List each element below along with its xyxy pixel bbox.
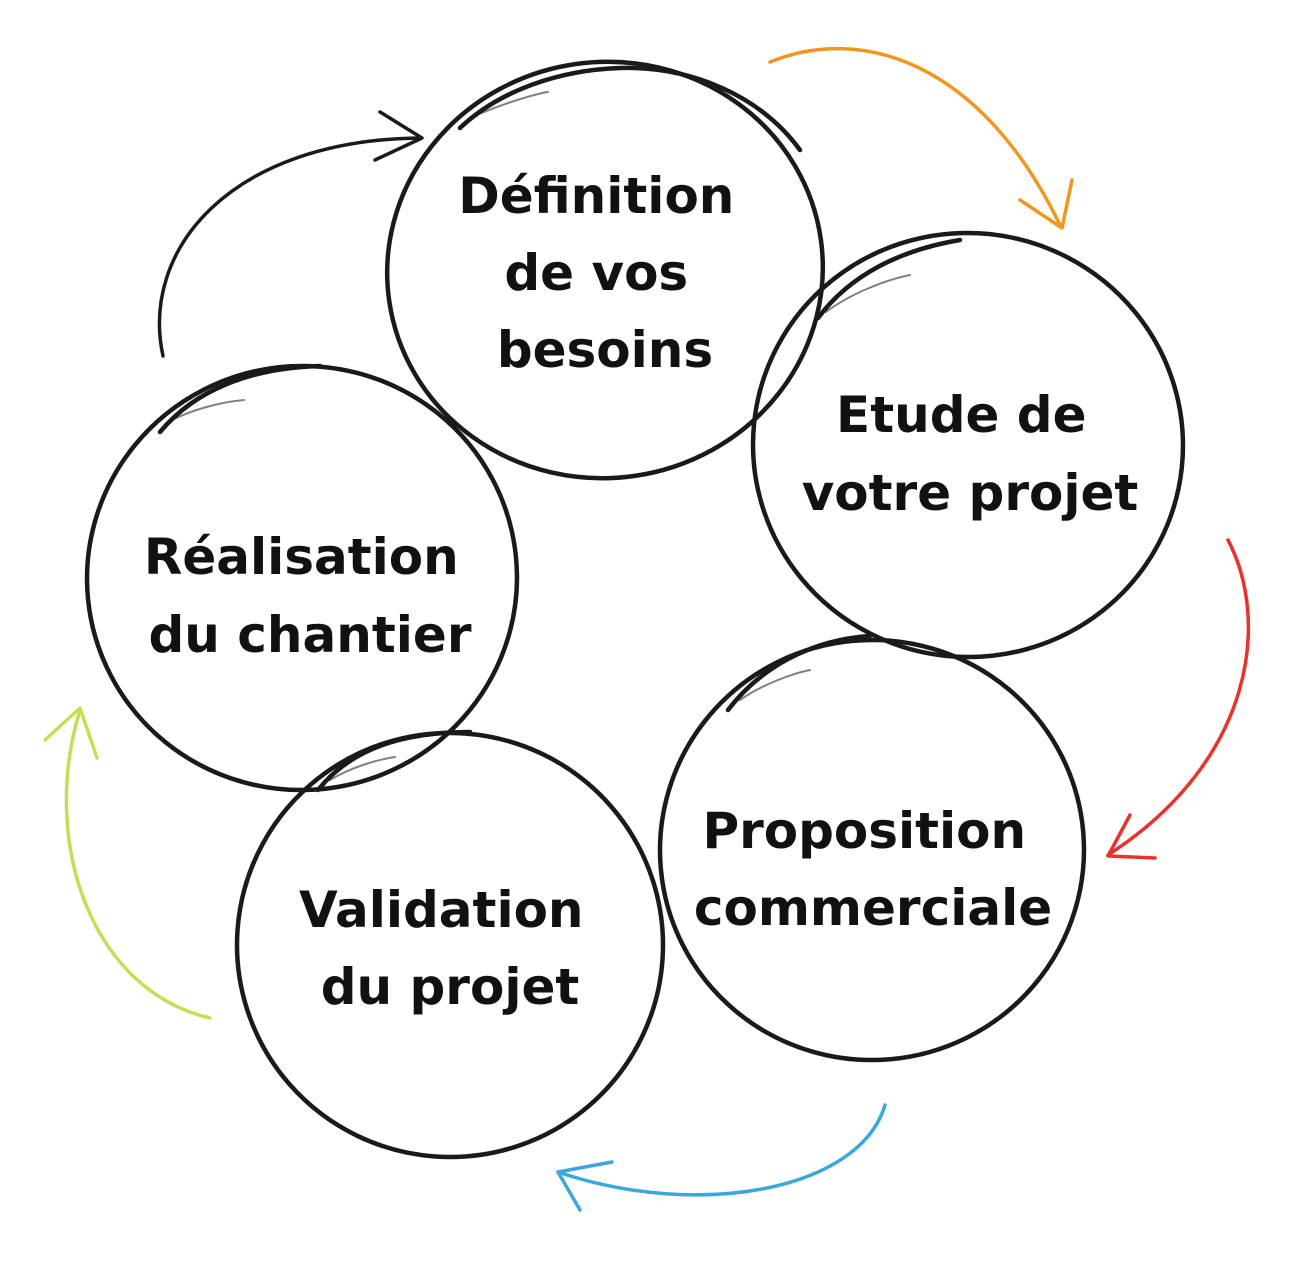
arrow-definition-to-etude — [768, 46, 1074, 230]
step-proposition-circle — [657, 637, 1087, 1063]
step-validation: Validation du projet — [234, 729, 666, 1160]
step-proposition-sketch-stroke — [725, 633, 873, 713]
step-realisation-line-1: Réalisation — [144, 528, 459, 586]
arrow-realisation-to-definition-curve — [157, 136, 422, 358]
step-proposition: Proposition commerciale — [657, 633, 1087, 1063]
step-definition-line-1: Définition — [458, 167, 734, 225]
step-definition: Définition de vos besoins — [384, 59, 826, 481]
step-etude-line-2: votre projet — [802, 464, 1139, 522]
arrow-etude-to-proposition — [1106, 538, 1251, 860]
arrow-proposition-to-validation-head — [556, 1160, 614, 1212]
step-realisation: Réalisation du chantier — [84, 363, 520, 793]
step-definition-circle — [384, 59, 826, 481]
step-definition-sketch-line — [469, 91, 549, 119]
step-validation-sketch-line — [329, 756, 396, 781]
step-etude-line-1: Etude de — [836, 386, 1086, 444]
arrow-realisation-to-definition-head — [373, 110, 424, 162]
step-realisation-sketch-line — [171, 399, 245, 421]
arrow-validation-to-realisation — [43, 706, 212, 1020]
step-proposition-line-2: commerciale — [694, 879, 1052, 937]
step-etude-circle — [750, 230, 1186, 660]
step-validation-line-2: du projet — [321, 958, 580, 1016]
arrow-definition-to-etude-head — [1018, 178, 1074, 230]
arrow-validation-to-realisation-curve — [64, 708, 212, 1020]
arrow-realisation-to-definition — [157, 110, 424, 358]
step-realisation-label: Réalisation du chantier — [144, 528, 476, 664]
arrow-proposition-to-validation — [556, 1103, 887, 1212]
arrow-etude-to-proposition-curve — [1106, 538, 1251, 857]
arrow-proposition-to-validation-curve — [556, 1103, 887, 1197]
step-etude-sketch-line — [825, 274, 911, 313]
step-definition-line-2: de vos — [504, 244, 688, 302]
step-validation-line-1: Validation — [299, 881, 584, 939]
arrow-etude-to-proposition-head — [1106, 813, 1157, 860]
step-definition-sketch-stroke — [457, 65, 803, 153]
step-definition-line-3: besoins — [497, 321, 713, 379]
step-validation-circle — [234, 730, 666, 1160]
step-validation-label: Validation du projet — [299, 881, 601, 1016]
step-definition-label: Définition de vos besoins — [458, 167, 752, 379]
step-realisation-circle — [84, 363, 520, 793]
step-realisation-sketch-stroke — [157, 363, 323, 435]
arrow-validation-to-realisation-head — [43, 706, 99, 760]
arrow-definition-to-etude-curve — [768, 46, 1062, 227]
step-etude-label: Etude de votre projet — [802, 386, 1139, 522]
step-proposition-sketch-line — [739, 669, 811, 701]
step-etude: Etude de votre projet — [750, 230, 1186, 660]
step-proposition-label: Proposition commerciale — [694, 802, 1052, 937]
step-proposition-line-1: Proposition — [702, 802, 1026, 860]
step-realisation-line-2: du chantier — [149, 606, 472, 664]
step-etude-sketch-stroke — [815, 237, 963, 321]
